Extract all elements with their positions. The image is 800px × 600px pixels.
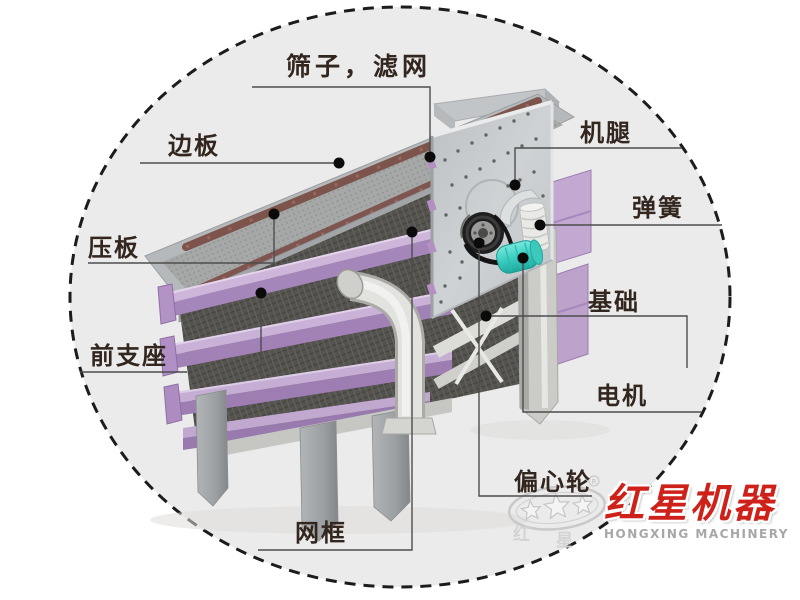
frame-beam-4 [163, 350, 453, 425]
callout-line-mesh-frame [258, 234, 413, 551]
label-spring: 弹簧 [632, 194, 684, 222]
front-support-cap [157, 283, 177, 325]
pressure-strip-near [193, 171, 457, 295]
motor [496, 239, 544, 274]
brand-logo: 红星机器 HONGXING MACHINERY [604, 482, 800, 541]
front-support-cap [163, 383, 183, 425]
label-eccentric-wheel: 偏心轮 [514, 468, 592, 496]
mesh-frame-layers [157, 224, 453, 450]
leg-left-1 [195, 389, 229, 507]
callout-dot-eccentric [473, 237, 485, 249]
label-foundation: 基础 [588, 288, 640, 316]
watermark-char-right: 星 [556, 531, 573, 551]
discharge-pipe [336, 268, 437, 435]
callout-dot-front-support [255, 287, 267, 299]
frame-beam-2 [157, 224, 453, 325]
label-front-support: 前支座 [90, 342, 168, 370]
callout-lines [80, 86, 722, 551]
ground-shadow [150, 420, 610, 534]
callout-dot-side-plate [333, 157, 345, 169]
machine-legs [195, 389, 411, 542]
vibrating-screen-machine [144, 88, 592, 542]
callout-line-foundation [486, 315, 688, 368]
callout-dot-spring [534, 219, 546, 231]
label-motor: 电机 [596, 382, 648, 410]
callout-line-machine-leg [514, 147, 682, 184]
callout-dot-machine-leg [509, 179, 521, 191]
callout-line-eccentric [478, 244, 592, 497]
label-mesh-frame: 网框 [295, 519, 347, 547]
brand-name-chinese: 红星机器 [604, 481, 776, 527]
label-machine-leg: 机腿 [580, 119, 632, 147]
registered-mark-icon: R [588, 475, 600, 487]
callout-dot-pressure-plate [268, 208, 280, 220]
callout-line-motor [522, 259, 702, 413]
watermark-char-left: 红 [513, 525, 530, 545]
leg-bracket [499, 189, 542, 227]
leg-left-2 [299, 420, 339, 542]
plate-clamps [426, 157, 437, 296]
callout-line-pressure-plate [88, 216, 275, 264]
label-sieve-mesh: 筛子，滤网 [286, 52, 432, 81]
watermark-logo [507, 485, 607, 531]
callout-dot-motor [517, 252, 529, 264]
callout-dot-mesh-frame [406, 226, 418, 238]
watermark-stars [519, 492, 594, 521]
callout-dot-foundation [480, 310, 492, 322]
label-pressure-plate: 压板 [88, 234, 140, 262]
eccentric-wheel [460, 212, 504, 254]
svg-text:R: R [592, 478, 597, 486]
callout-dot-sieve-mesh [424, 151, 436, 163]
brand-name-english: HONGXING MACHINERY [604, 527, 789, 541]
label-side-plate: 边板 [168, 132, 220, 160]
callout-line-sieve-mesh [252, 86, 431, 156]
callout-dots [255, 151, 546, 322]
